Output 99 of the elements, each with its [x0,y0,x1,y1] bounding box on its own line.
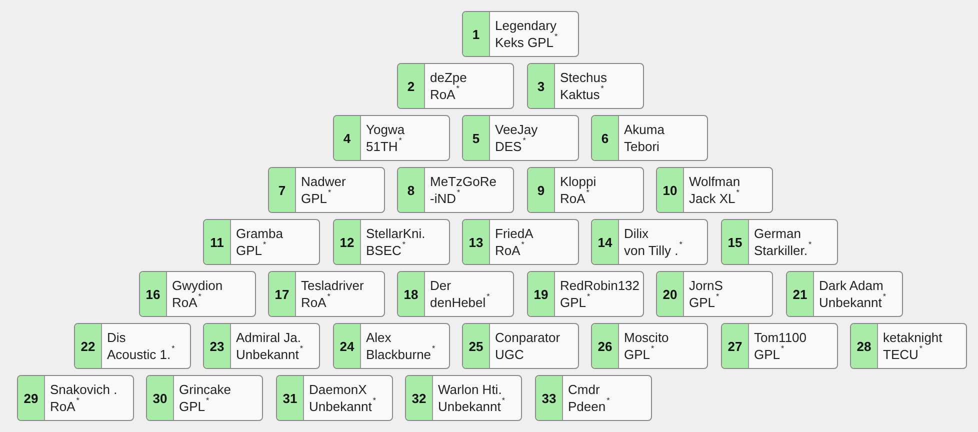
player-name: DaemonX Unbekannt$^{*}$ [309,381,376,415]
player-card [786,271,903,317]
player-card [397,167,514,213]
rank-number: 17 [269,272,296,316]
player-name: Tom1100 GPL$^{*}$ [754,329,807,363]
player-card [146,375,263,421]
player-card [462,115,579,161]
rank-number: 27 [722,324,749,368]
player-name: Dilix von Tilly .$^{*}$ [624,225,682,259]
player-name: German Starkiller.$^{*}$ [754,225,812,259]
rank-number: 23 [204,324,231,368]
rank-number: 8 [398,168,425,212]
player-card [462,219,579,265]
rank-number: 18 [398,272,425,316]
player-card [203,219,320,265]
rank-number: 11 [204,220,231,264]
rank-number: 28 [851,324,878,368]
player-name: Akuma Tebori [624,121,664,155]
rank-number: 10 [657,168,684,212]
player-card [591,323,708,369]
player-name: MeTzGoRe -iND$^{*}$ [430,173,496,207]
player-card [721,219,838,265]
rank-number: 19 [528,272,555,316]
rank-number: 6 [592,116,619,160]
rank-number: 26 [592,324,619,368]
player-card [535,375,652,421]
player-name: Dis Acoustic 1.$^{*}$ [107,329,175,363]
player-name: Kloppi RoA$^{*}$ [560,173,596,207]
rank-number: 1 [463,12,490,56]
player-name: Snakovich . RoA$^{*}$ [50,381,118,415]
player-card [276,375,393,421]
player-card [397,63,514,109]
player-name: Gwydion RoA$^{*}$ [172,277,223,311]
player-name: Tesladriver RoA$^{*}$ [301,277,364,311]
rank-number: 25 [463,324,490,368]
player-name: VeeJay DES$^{*}$ [495,121,538,155]
player-name: Moscito GPL$^{*}$ [624,329,669,363]
player-card [268,167,385,213]
player-name: Stechus Kaktus$^{*}$ [560,69,607,103]
rank-number: 33 [536,376,563,420]
rank-number: 16 [140,272,167,316]
rank-number: 20 [657,272,684,316]
player-name: Nadwer GPL$^{*}$ [301,173,346,207]
player-name: Conparator UGC [495,329,560,363]
player-card [139,271,256,317]
player-name: Der denHebel$^{*}$ [430,277,490,311]
player-name: Warlon Hti. Unbekannt$^{*}$ [438,381,506,415]
player-name: Dark Adam Unbekannt$^{*}$ [819,277,886,311]
player-card [333,219,450,265]
player-card [656,271,773,317]
rank-number: 5 [463,116,490,160]
player-name: Yogwa 51TH$^{*}$ [366,121,405,155]
player-card [203,323,320,369]
player-card [397,271,514,317]
player-name: ketaknight TECU$^{*}$ [883,329,942,363]
rank-number: 31 [277,376,304,420]
player-name: JornS GPL$^{*}$ [689,277,723,311]
player-card [462,11,579,57]
player-name: RedRobin132 GPL$^{*}$ [560,277,640,311]
player-card [721,323,838,369]
player-card [74,323,191,369]
rank-number: 7 [269,168,296,212]
player-name: Alex Blackburne$^{*}$ [366,329,436,363]
player-card [591,219,708,265]
rank-number: 21 [787,272,814,316]
rank-number: 2 [398,64,425,108]
rank-number: 12 [334,220,361,264]
rank-number: 30 [147,376,174,420]
rank-number: 24 [334,324,361,368]
player-name: deZpe RoA$^{*}$ [430,69,467,103]
player-card [527,167,644,213]
rank-number: 3 [528,64,555,108]
player-card [527,63,644,109]
player-name: Gramba GPL$^{*}$ [236,225,283,259]
player-name: Admiral Ja. Unbekannt$^{*}$ [236,329,304,363]
rank-number: 9 [528,168,555,212]
rank-number: 29 [18,376,45,420]
player-card [462,323,579,369]
rank-number: 14 [592,220,619,264]
player-card [405,375,522,421]
player-card [591,115,708,161]
rank-number: 15 [722,220,749,264]
player-name: Cmdr Pdeen$^{*}$ [568,381,610,415]
player-card [268,271,385,317]
player-name: Legendary Keks GPL$^{*}$ [495,17,558,51]
rank-number: 13 [463,220,490,264]
player-card [17,375,134,421]
player-card [527,271,644,317]
player-name: Grincake GPL$^{*}$ [179,381,232,415]
player-name: FriedA RoA$^{*}$ [495,225,534,259]
player-name: Wolfman Jack XL$^{*}$ [689,173,740,207]
player-card [333,115,450,161]
rank-number: 22 [75,324,102,368]
player-card [333,323,450,369]
player-card [850,323,967,369]
player-name: StellarKni. BSEC$^{*}$ [366,225,426,259]
rank-number: 32 [406,376,433,420]
rank-number: 4 [334,116,361,160]
player-card [656,167,773,213]
